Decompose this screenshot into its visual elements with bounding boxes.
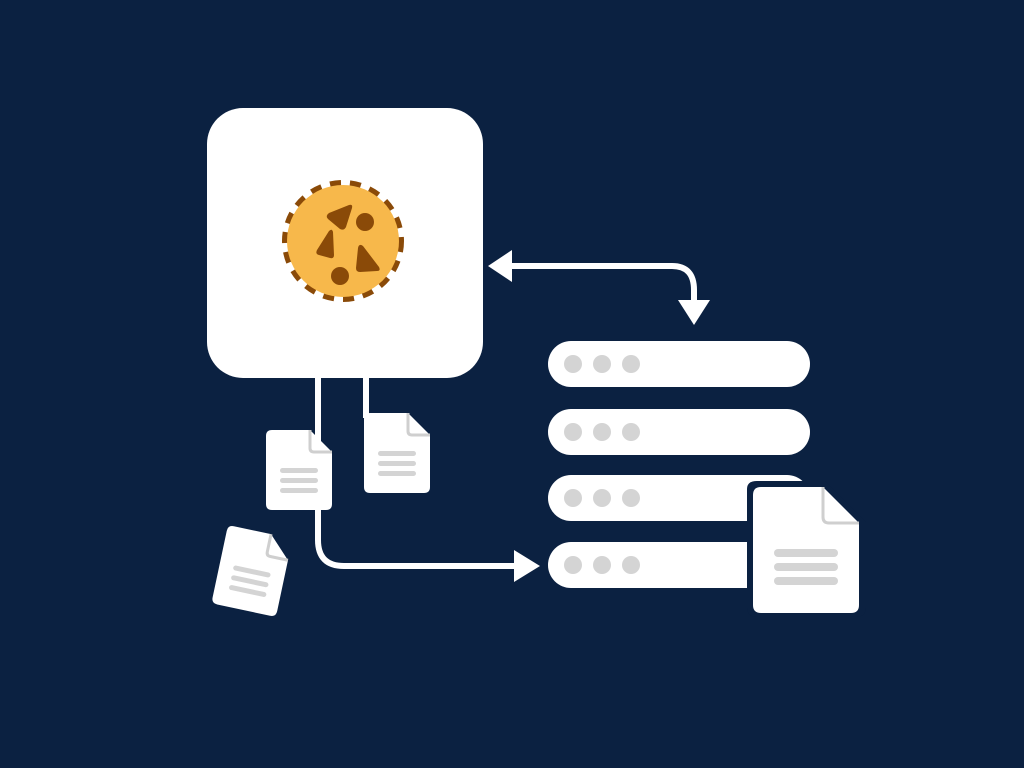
connector-lines: [315, 378, 518, 569]
document-icon: [264, 428, 334, 512]
document-icon: [747, 481, 866, 617]
document-icon: [362, 411, 432, 495]
server-row: [548, 409, 810, 455]
arrow-right-icon: [514, 550, 540, 582]
server-row: [548, 341, 810, 387]
bidirectional-arrow-icon: [488, 250, 710, 325]
cookie-icon: [282, 180, 404, 302]
document-icon: [209, 523, 295, 619]
server-row: [548, 475, 810, 521]
server-stack-icon: [548, 341, 810, 588]
server-row: [548, 542, 810, 588]
